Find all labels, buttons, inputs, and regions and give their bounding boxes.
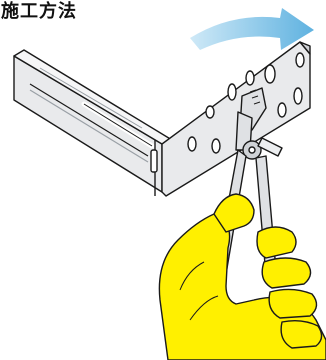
curved-arrow-icon xyxy=(190,8,314,50)
glove-icon xyxy=(159,194,326,360)
